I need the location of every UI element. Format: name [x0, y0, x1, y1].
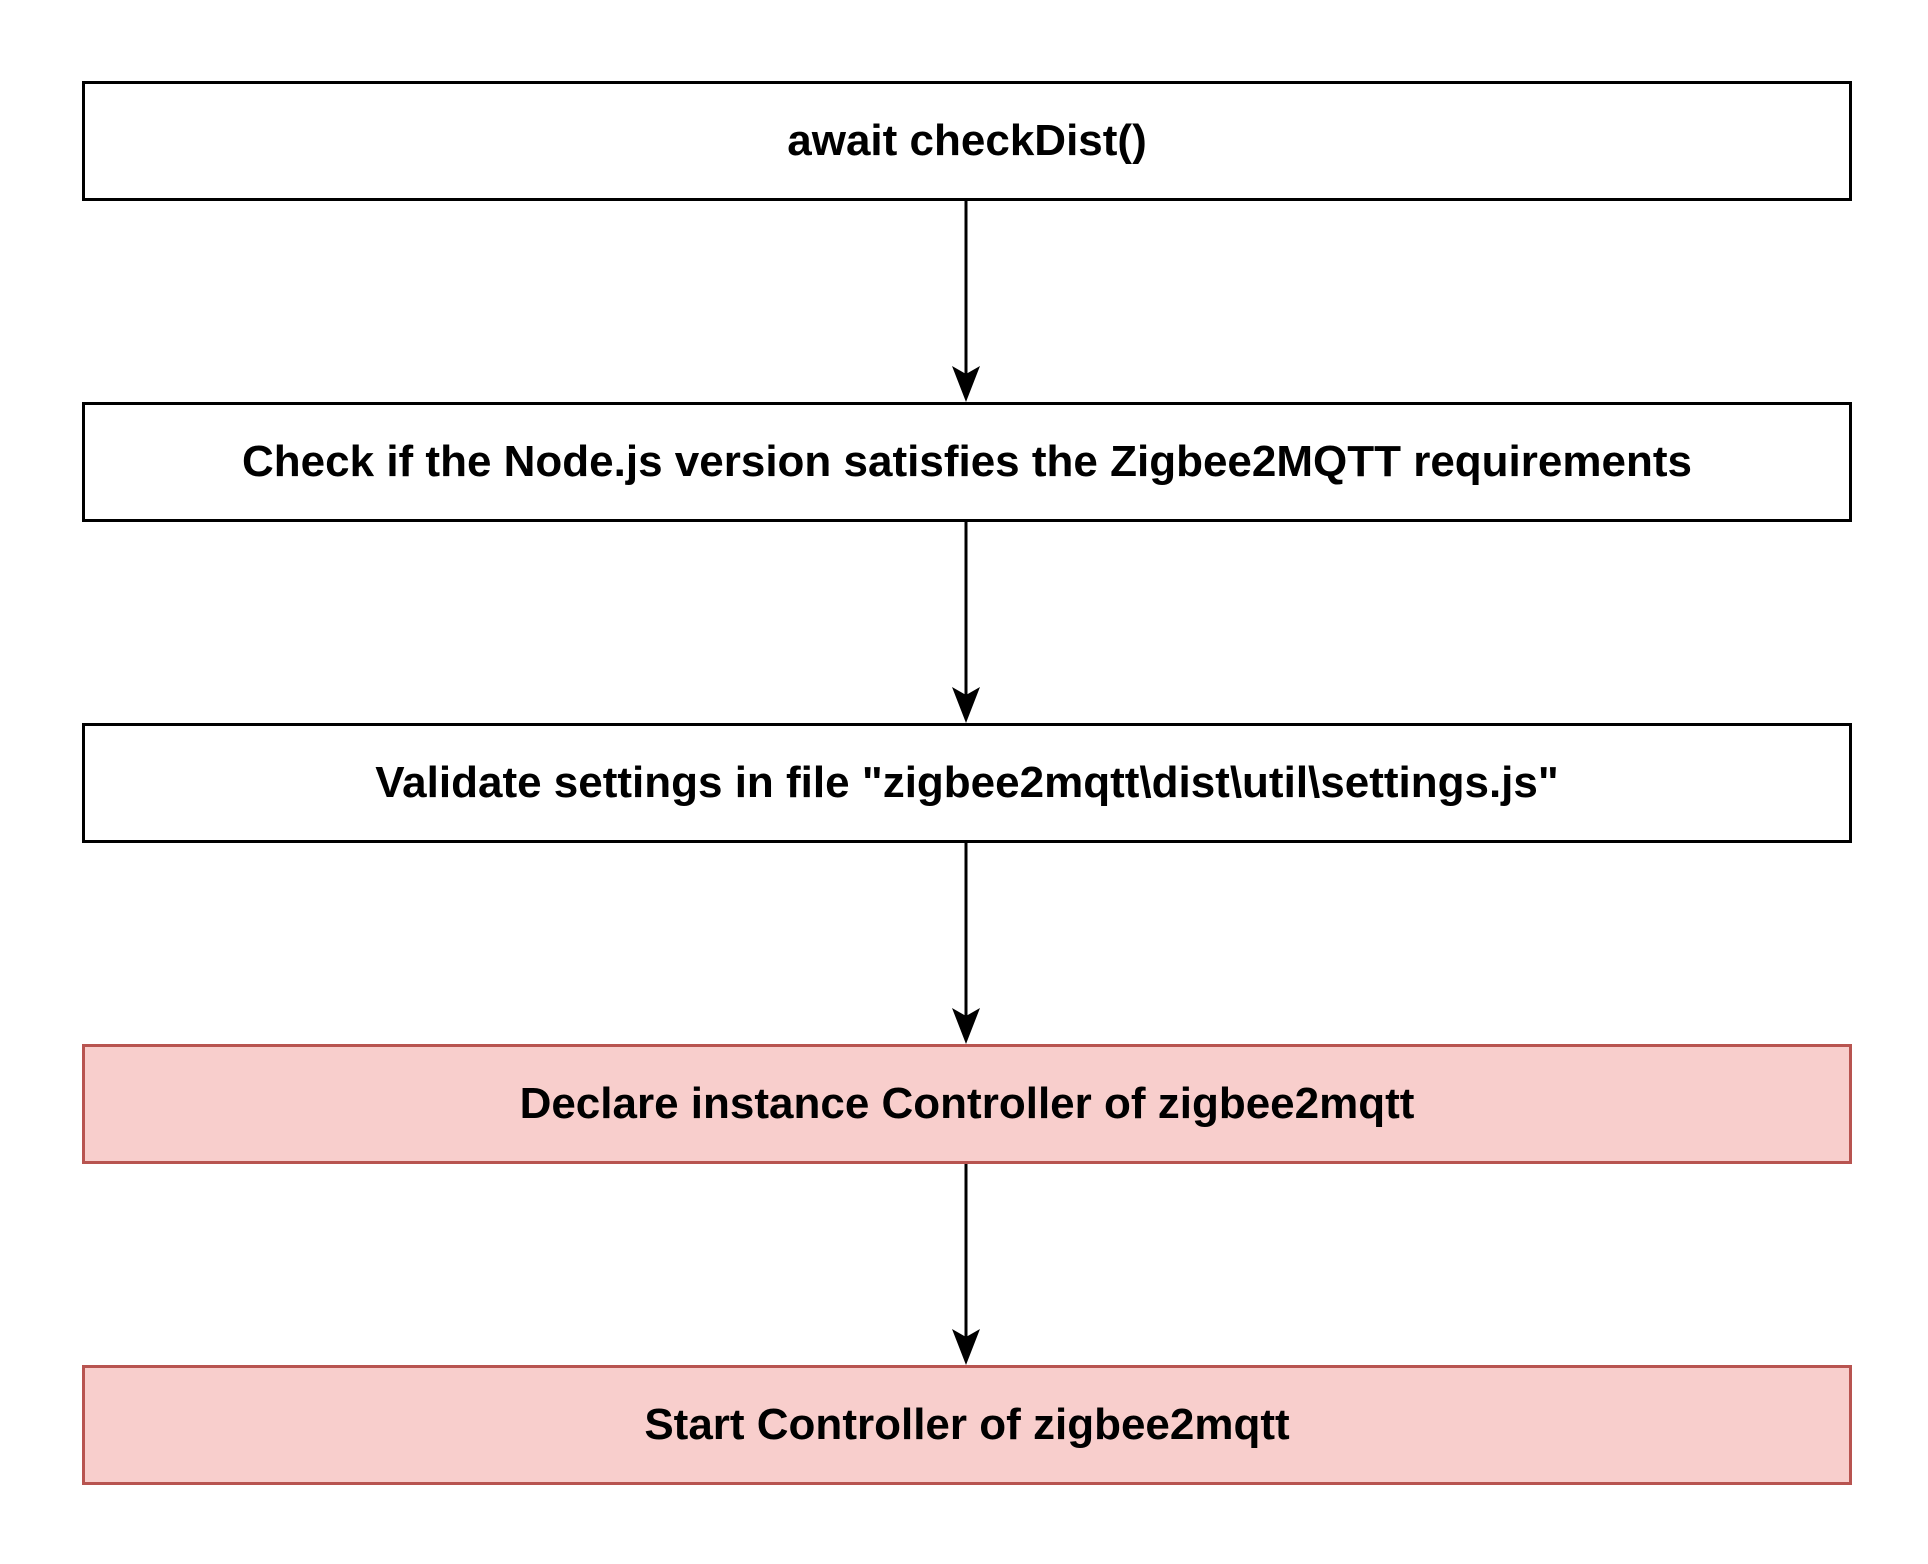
arrow-step1-to-step2	[952, 201, 980, 402]
step-await-check-dist: await checkDist()	[82, 81, 1852, 201]
step-validate-settings: Validate settings in file "zigbee2mqtt\d…	[82, 723, 1852, 843]
step-check-node-version: Check if the Node.js version satisfies t…	[82, 402, 1852, 522]
arrow-step3-to-step4	[952, 843, 980, 1044]
arrow-step2-to-step3	[952, 522, 980, 723]
step-start-controller: Start Controller of zigbee2mqtt	[82, 1365, 1852, 1485]
step-declare-controller: Declare instance Controller of zigbee2mq…	[82, 1044, 1852, 1164]
arrow-step4-to-step5	[952, 1164, 980, 1365]
